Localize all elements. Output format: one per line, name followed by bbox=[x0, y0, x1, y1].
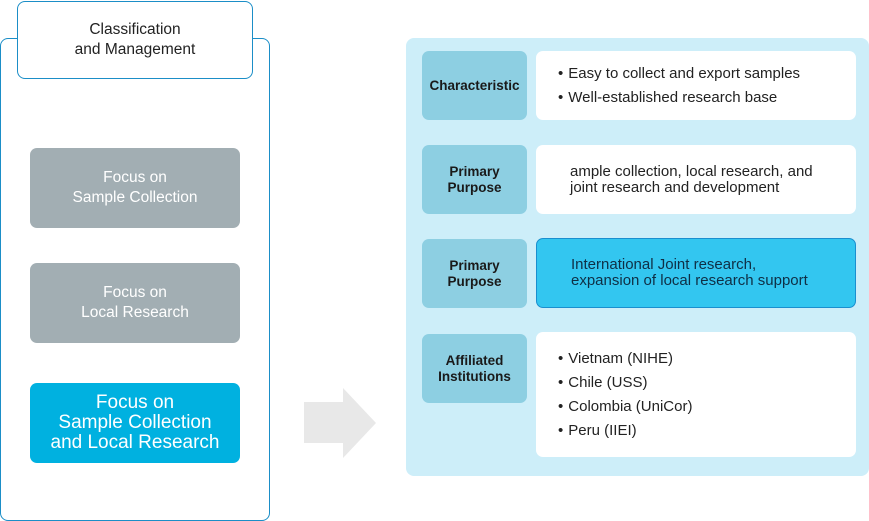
focus-sample-and-local: Focus on Sample Collection and Local Res… bbox=[30, 383, 240, 463]
label-line: Purpose bbox=[447, 179, 502, 195]
row-label-primary-purpose-2: Primary Purpose bbox=[422, 239, 527, 308]
arrow-right-icon bbox=[304, 388, 376, 458]
focus-line: Sample Collection bbox=[58, 412, 212, 433]
label-line: Primary bbox=[449, 163, 500, 179]
row-content-primary-purpose-highlighted: International Joint research, expansion … bbox=[536, 238, 856, 308]
focus-line: Focus on bbox=[103, 284, 167, 301]
focus-line: Sample Collection bbox=[72, 189, 198, 206]
label-line: Institutions bbox=[438, 368, 511, 384]
focus-sample-collection: Focus on Sample Collection bbox=[30, 148, 240, 228]
focus-line: Focus on bbox=[95, 392, 175, 413]
institution-item: Vietnam (NIHE) bbox=[558, 350, 856, 367]
row-content-affiliated-institutions: Vietnam (NIHE) Chile (USS) Colombia (Uni… bbox=[536, 332, 856, 457]
classification-title: Classification and Management bbox=[17, 1, 253, 79]
row-content-primary-purpose: ample collection, local research, and jo… bbox=[536, 145, 856, 214]
row-label-primary-purpose: Primary Purpose bbox=[422, 145, 527, 214]
focus-local-research: Focus on Local Research bbox=[30, 263, 240, 343]
focus-line: and Local Research bbox=[50, 432, 220, 453]
text-line: International Joint research, bbox=[571, 256, 757, 273]
row-label-affiliated-institutions: Affiliated Institutions bbox=[422, 334, 527, 403]
row-content-characteristic: Easy to collect and export samples Well-… bbox=[536, 51, 856, 120]
institution-item: Peru (IIEI) bbox=[558, 422, 856, 439]
label-line: Characteristic bbox=[429, 77, 520, 93]
bullet-item: Well-established research base bbox=[558, 89, 856, 106]
title-line: and Management bbox=[74, 41, 196, 58]
bullet-item: Easy to collect and export samples bbox=[558, 65, 856, 82]
focus-line: Focus on bbox=[103, 169, 167, 186]
institution-item: Chile (USS) bbox=[558, 374, 856, 391]
label-line: Primary bbox=[449, 257, 500, 273]
label-line: Affiliated bbox=[445, 352, 504, 368]
text-line: ample collection, local research, and bbox=[570, 162, 813, 180]
label-line: Purpose bbox=[447, 273, 502, 289]
row-label-characteristic: Characteristic bbox=[422, 51, 527, 120]
institution-item: Colombia (UniCor) bbox=[558, 398, 856, 415]
focus-line: Local Research bbox=[81, 304, 189, 321]
text-line: joint research and development bbox=[570, 178, 780, 196]
text-line: expansion of local research support bbox=[571, 272, 808, 289]
title-line: Classification bbox=[89, 21, 181, 38]
